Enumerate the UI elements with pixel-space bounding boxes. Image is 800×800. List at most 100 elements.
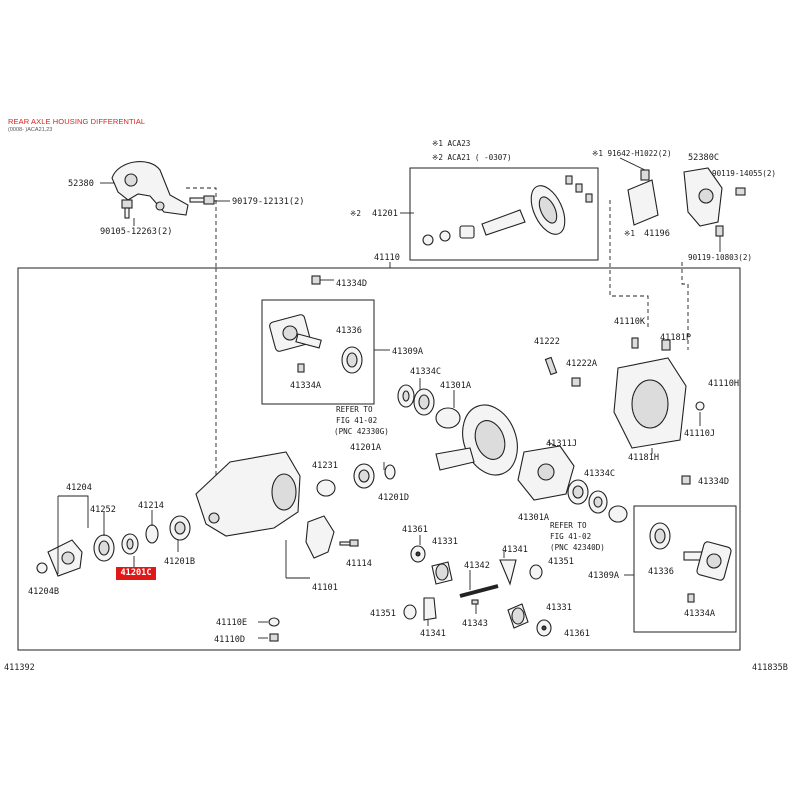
differential-case-41311J[interactable] [517,445,575,501]
bolt-41222[interactable] [544,356,558,376]
nut-41334D-right[interactable] [681,475,691,485]
label-90119-14055[interactable]: 90119-14055(2) [712,169,776,178]
label-41334A-top[interactable]: 41334A [290,381,322,391]
pinion-gear-41341a[interactable] [499,559,517,586]
label-41201A[interactable]: 41201A [350,443,382,453]
label-41181P[interactable]: 41181P [660,333,691,343]
label-41204[interactable]: 41204 [66,483,92,493]
note-aca23: ※1 ACA23 [432,139,470,148]
nut-41334A-top[interactable] [297,363,305,373]
label-41222[interactable]: 41222 [534,337,560,347]
label-90105[interactable]: 90105-12263(2) [100,227,172,237]
label-41110K[interactable]: 41110K [614,317,646,327]
label-41101[interactable]: 41101 [312,583,338,593]
rear-mount-41196[interactable] [627,169,659,226]
companion-flange-41309A-top[interactable] [269,314,322,352]
companion-flange-41309A-right[interactable] [683,541,732,581]
plug-41110D[interactable] [269,633,279,642]
label-41334A-right[interactable]: 41334A [684,609,716,619]
bolt-90179[interactable] [189,195,215,205]
side-gear-41331b[interactable] [507,603,529,629]
label-41204B[interactable]: 41204B [28,587,59,597]
label-41110D[interactable]: 41110D [214,635,245,645]
drive-pinion-gear-41201[interactable] [422,175,593,246]
label-41309A-top[interactable]: 41309A [392,347,424,357]
label-41341-b[interactable]: 41341 [420,629,446,639]
label-41361-b[interactable]: 41361 [564,629,590,639]
label-41334D-top[interactable]: 41334D [336,279,367,289]
label-41342[interactable]: 41342 [464,561,490,571]
thrust-washer-41361b[interactable] [536,619,552,637]
oil-seal-41252[interactable] [93,534,115,562]
bolt-41114[interactable] [339,539,359,547]
label-41231[interactable]: 41231 [312,461,338,471]
bushing-41231[interactable] [316,479,336,497]
bolt-41222A[interactable] [571,377,581,387]
label-41336-right[interactable]: 41336 [648,567,674,577]
support-member-52380C[interactable] [683,167,746,237]
carrier-bracket[interactable] [305,515,335,559]
spacer-41201D[interactable] [384,464,396,480]
label-41181H[interactable]: 41181H [628,453,659,463]
plug-41110E[interactable] [268,617,280,627]
label-41114[interactable]: 41114 [346,559,372,569]
label-90119-10803[interactable]: 90119-10803(2) [688,253,752,262]
bearing-41301A-top[interactable] [413,388,461,429]
label-41201[interactable]: 41201 [372,209,398,219]
nut-41334A-right[interactable] [687,593,695,603]
label-41343[interactable]: 41343 [462,619,488,629]
label-41331-a[interactable]: 41331 [432,537,458,547]
label-41351-a[interactable]: 41351 [548,557,574,567]
label-41201D[interactable]: 41201D [378,493,409,503]
pinion-gear-41341b[interactable] [423,597,437,621]
bearing-41334C-right[interactable] [588,490,628,523]
label-41110J[interactable]: 41110J [684,429,715,439]
label-90179[interactable]: 90179-12131(2) [232,197,304,207]
label-41334C-right[interactable]: 41334C [584,469,615,479]
companion-flange-41204[interactable] [36,539,83,577]
label-41336-top[interactable]: 41336 [336,326,362,336]
label-41334C-top[interactable]: 41334C [410,367,441,377]
side-gear-41331a[interactable] [431,561,453,585]
nut-41334D-top[interactable] [311,275,321,285]
bearing-41201A[interactable] [353,463,375,489]
pinion-shaft-41342[interactable] [459,584,499,598]
label-41361-a[interactable]: 41361 [402,525,428,535]
label-41331-b[interactable]: 41331 [546,603,572,613]
differential-carrier-41101[interactable] [195,451,301,537]
label-41201B[interactable]: 41201B [164,557,195,567]
spacer-41214[interactable] [145,524,159,544]
bearing-41334C-top[interactable] [397,384,415,408]
label-41110[interactable]: 41110 [374,253,400,263]
differential-cover-41181H[interactable] [613,337,705,449]
label-52380[interactable]: 52380 [68,179,94,189]
bolt-90105[interactable] [121,199,133,219]
label-41252[interactable]: 41252 [90,505,116,515]
label-41301A-right[interactable]: 41301A [518,513,550,523]
thrust-washer-41351b[interactable] [403,604,417,620]
label-52380C[interactable]: 52380C [688,153,719,163]
support-member-52380[interactable] [111,161,189,216]
thrust-washer-41351a[interactable] [529,564,543,580]
label-41110E[interactable]: 41110E [216,618,247,628]
label-41301A-top[interactable]: 41301A [440,381,472,391]
label-41309A-right[interactable]: 41309A [588,571,620,581]
bearing-41201C[interactable] [121,533,139,555]
ring-gear-41311J[interactable] [435,397,527,482]
bearing-41301A-right[interactable] [567,479,589,505]
label-41201C-highlighted[interactable]: 41201C [116,567,156,580]
bearing-41201B[interactable] [169,515,191,541]
oil-seal-41336-top[interactable] [341,346,363,374]
pin-41343[interactable] [471,599,479,605]
label-41222A[interactable]: 41222A [566,359,598,369]
oil-seal-41336-right[interactable] [649,522,671,550]
label-41334D-right[interactable]: 41334D [698,477,729,487]
label-41351-b[interactable]: 41351 [370,609,396,619]
label-41214[interactable]: 41214 [138,501,164,511]
label-41196[interactable]: 41196 [644,229,670,239]
label-41311J[interactable]: 41311J [546,439,577,449]
thrust-washer-41361a[interactable] [410,545,426,563]
label-41110H[interactable]: 41110H [708,379,739,389]
label-91642[interactable]: ※1 91642-H1022(2) [592,149,672,158]
label-41341-a[interactable]: 41341 [502,545,528,555]
